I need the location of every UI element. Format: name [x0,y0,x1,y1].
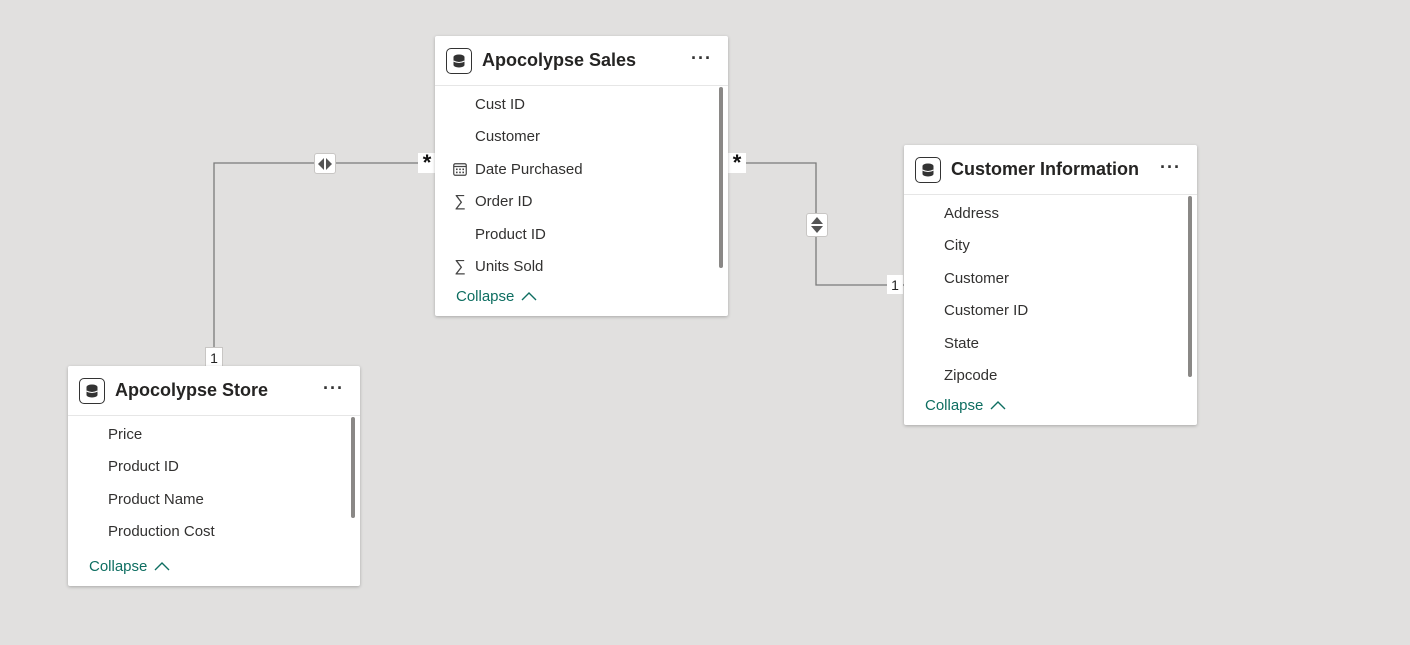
cardinality-many-badge: * [728,152,746,174]
field-label: Product Name [108,490,204,508]
field-label: City [944,237,970,255]
table-title: Apocolypse Store [115,380,269,400]
field-label: Production Cost [108,523,215,541]
field-label: Units Sold [475,258,544,276]
collapse-button[interactable]: Collapse [925,397,1006,414]
field-label: Customer [475,128,541,146]
field-production-cost[interactable]: Production Cost [68,516,360,549]
field-label: Date Purchased [475,160,583,178]
field-city[interactable]: City [904,230,1197,263]
collapse-label: Collapse [925,397,984,414]
bidirectional-filter-icon[interactable] [806,213,828,237]
collapse-label: Collapse [89,558,148,575]
sigma-icon: ∑ [454,257,466,275]
field-address[interactable]: Address [904,197,1197,230]
database-icon [79,377,105,404]
field-zipcode[interactable]: Zipcode [904,360,1197,393]
more-options-button[interactable]: ··· [1160,157,1181,177]
field-cust-id[interactable]: Cust ID [435,88,728,121]
sigma-icon: ∑ [454,192,466,210]
field-state[interactable]: State [904,327,1197,360]
collapse-button[interactable]: Collapse [456,288,537,305]
field-label: Customer [944,269,1010,287]
field-date-purchased[interactable]: Date Purchased [435,153,728,186]
database-icon [446,47,472,74]
cardinality-one-badge: 1 [205,347,223,368]
field-label: Price [108,425,143,443]
cardinality-one-badge: 1 [887,275,903,294]
table-header: Customer Information ··· [904,145,1197,195]
chevron-up-icon [154,562,170,571]
table-title: Apocolypse Sales [482,50,637,70]
field-label: State [944,334,980,352]
table-title: Customer Information [951,159,1140,179]
calendar-icon [452,161,468,177]
table-header: Apocolypse Store ··· [68,366,360,416]
scrollbar[interactable] [1188,196,1192,377]
field-list: Address City Customer Customer ID State … [904,195,1197,392]
table-header: Apocolypse Sales ··· [435,36,728,86]
field-price[interactable]: Price [68,418,360,451]
field-list: Price Product ID Product Name Production… [68,416,360,548]
field-label: Order ID [475,193,533,211]
field-label: Customer ID [944,302,1029,320]
field-customer[interactable]: Customer [904,262,1197,295]
field-product-id[interactable]: Product ID [68,451,360,484]
database-icon [915,156,941,183]
field-product-id[interactable]: Product ID [435,218,728,251]
field-order-id[interactable]: ∑ Order ID [435,186,728,219]
cardinality-many-badge: * [418,152,436,174]
field-units-sold[interactable]: ∑ Units Sold [435,251,728,284]
scrollbar[interactable] [351,417,355,518]
field-label: Zipcode [944,367,998,385]
table-card-apocolypse-sales[interactable]: Apocolypse Sales ··· Cust ID Customer [435,36,728,316]
table-card-apocolypse-store[interactable]: Apocolypse Store ··· Price Product ID Pr… [68,366,360,586]
chevron-up-icon [521,292,537,301]
relationship-line-store-sales [213,162,435,358]
chevron-up-icon [990,401,1006,410]
bidirectional-filter-icon[interactable] [314,153,336,174]
field-label: Cust ID [475,95,526,113]
field-list: Cust ID Customer [435,86,728,283]
more-options-button[interactable]: ··· [691,48,712,68]
field-product-name[interactable]: Product Name [68,483,360,516]
scrollbar[interactable] [719,87,723,268]
field-customer[interactable]: Customer [435,121,728,154]
collapse-button[interactable]: Collapse [89,558,170,575]
field-customer-id[interactable]: Customer ID [904,295,1197,328]
field-label: Product ID [475,225,546,243]
table-card-customer-information[interactable]: Customer Information ··· Address City Cu… [904,145,1197,425]
field-label: Address [944,204,1000,222]
field-label: Product ID [108,458,179,476]
more-options-button[interactable]: ··· [323,378,344,398]
collapse-label: Collapse [456,288,515,305]
